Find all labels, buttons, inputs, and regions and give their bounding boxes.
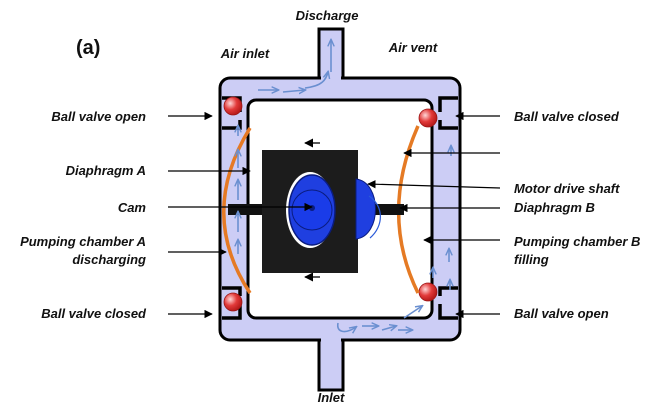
label-pumping-chamber-a-line2: discharging	[72, 252, 146, 267]
ball-valve-bottom-right	[418, 282, 438, 302]
label-diaphragm-b: Diaphragm B	[514, 200, 595, 215]
cam	[286, 172, 336, 248]
panel-label: (a)	[76, 37, 100, 59]
label-ball-valve-open-right: Ball valve open	[514, 306, 609, 321]
ball-valve-top-left	[223, 96, 243, 116]
label-ball-valve-closed-left: Ball valve closed	[41, 306, 147, 321]
valve-seats	[222, 96, 458, 320]
leader-arrows	[168, 111, 501, 319]
label-cam: Cam	[118, 200, 147, 215]
diaphragm-a	[222, 127, 252, 294]
rotation-arrow	[368, 195, 381, 239]
ball-valve-top-right	[418, 108, 438, 128]
label-pumping-chamber-b-line1: Pumping chamber B	[514, 234, 640, 249]
flow-arrows	[238, 40, 451, 332]
label-discharge: Discharge	[296, 8, 359, 23]
label-motor-drive-shaft: Motor drive shaft	[514, 181, 620, 196]
label-pumping-chamber-b-line2: filling	[514, 252, 549, 267]
label-diaphragm-a: Diaphragm A	[66, 163, 146, 178]
label-inlet: Inlet	[318, 390, 345, 405]
label-air-vent: Air vent	[388, 40, 438, 55]
label-pumping-chamber-a-line1: Pumping chamber A	[20, 234, 146, 249]
ball-valve-bottom-left	[223, 292, 243, 312]
label-ball-valve-open-left: Ball valve open	[51, 109, 146, 124]
motor-drive-shaft-hub	[355, 178, 376, 240]
label-air-inlet: Air inlet	[220, 46, 270, 61]
label-ball-valve-closed-right: Ball valve closed	[514, 109, 620, 124]
